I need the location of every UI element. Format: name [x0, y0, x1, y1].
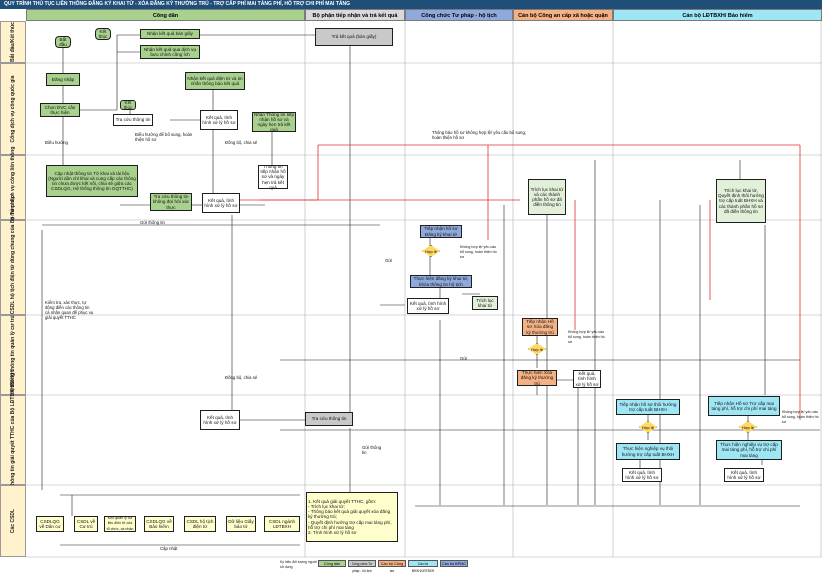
lane-header-justice: Công chức Tư pháp - hộ tịch [405, 9, 513, 21]
receive-remove-box: Tiếp nhận Hồ sơ Xóa đăng ký thường trú [522, 318, 558, 336]
row-header-civil: Phần mềm CSDL hộ tịch điện tử dùng chung… [0, 195, 26, 340]
update-info-box: Cập nhật thông tin Tờ khai và tài liệu (… [46, 165, 138, 197]
valid-diamond-2: Hợp lệ [528, 343, 546, 355]
do-stop-box: Thực hiện nghiệp vụ thôi hưởng trợ cấp t… [616, 443, 680, 460]
label-send-info: Gửi thông tin [140, 220, 165, 225]
label-redirect: Điều hướng [45, 140, 68, 145]
result-status-box-2: Kết quả, tình hình xử lý hồ sơ [202, 193, 240, 213]
legend-title: Ký hiệu đối tượng người sử dụng [280, 560, 317, 569]
start-node: Bắt đầu [55, 36, 71, 48]
result-status-box-4: Kết quả, tình hình xử lý hồ sơ [573, 370, 601, 388]
valid-diamond-4: Hợp lệ [739, 421, 757, 433]
legend-justice: Công chức Tư pháp - hộ tịch [348, 560, 376, 573]
receive-electronic-box: Nhận kết quả điện tử và tin nhắn thông b… [185, 72, 245, 90]
extract-death-box: Trích lục khai tử [472, 296, 498, 310]
legend-bpmc: Cán bộ BPMC [440, 560, 468, 567]
choose-dvc-box: Chọn DVC cần thực hiện [40, 103, 80, 117]
label-send-1: Gửi [385, 258, 393, 263]
db-population: CSDLQG về Dân cư [36, 516, 64, 532]
label-sync: Đồng bộ, chia sẻ [225, 140, 258, 145]
do-funeral-box: Thực hiện nghiệp vụ trợ cấp mai táng phí… [716, 440, 782, 460]
receive-stop-box: Tiếp nhận hồ sơ thôi hưởng trợ cấp tuất … [616, 399, 680, 415]
row-header-labor-system: Hệ thống thông tin giải quyết TTHC của B… [0, 370, 26, 510]
return-paper-box: Trả kết quả (bản giấy) [315, 28, 393, 46]
legend-police: Cán bộ Công an [378, 560, 406, 573]
receive-death-box: Tiếp nhận hồ sơ Đăng ký khai tử [420, 225, 462, 238]
diagram-title: QUY TRÌNH THỦ TỤC LIÊN THÔNG ĐĂNG KÝ KHA… [0, 0, 822, 9]
receive-info-box: Nhận Thông tin tiếp nhận hồ sơ và ngày h… [252, 112, 296, 132]
label-sync-2: Đồng bộ, chia sẻ [225, 375, 258, 380]
result-status-box-7: Kết quả, tình hình xử lý hồ sơ [724, 468, 764, 482]
end-node-1: Kết thúc [95, 28, 111, 40]
end-node-2: Kết thúc [120, 100, 136, 110]
result-status-box-5: Kết quả, tình hình xử lý hồ sơ [200, 410, 240, 430]
row-header-databases: Các CSDL [0, 485, 26, 557]
legend-labor: Cán bộ BHXH/LĐTBXH [408, 560, 438, 573]
row-header-residence: Hệ thống thông tin quản lý cư trú [0, 315, 26, 395]
db-civil-registry: CSDL hộ tịch điện tử [184, 516, 216, 532]
label-invalid-1: Không hợp lệ/ yêu cầu bổ sung, hoàn thiệ… [460, 245, 497, 259]
lane-header-police: Cán bộ Công an cấp xã hoặc quận [513, 9, 613, 21]
receive-paper-box: Nhận kết quả bản giấy [140, 29, 200, 39]
lane-header-citizen: Công dân [26, 9, 305, 21]
label-send-2: Gửi [460, 356, 468, 361]
label-verify: Kiểm tra, xác thực, tự động điền các thô… [45, 300, 94, 320]
label-update: Cập nhật [160, 546, 178, 551]
label-redirect-supplement: Điều hướng để bổ sung, hoàn thiện hồ sơ [135, 132, 193, 142]
db-residence: CSDL về Cư trú [74, 516, 98, 532]
row-header-start: Bắt đầu/Kết thúc [0, 21, 26, 63]
label-send-info-v: Gửi thông tin [362, 445, 382, 455]
lookup-box-2: Tra cứu thông tin [305, 412, 353, 426]
label-invalid-3: Không hợp lệ/ yêu cầu bổ sung, hoàn thiệ… [782, 410, 819, 424]
receive-notice-box: Thông tin tiếp nhận hồ sơ và ngày hẹn tr… [258, 165, 288, 189]
db-data-warehouse: Kho quản lý dữ liệu điện tử của tổ chức,… [104, 516, 136, 532]
db-insurance: CSDLQG về Bảo hiểm [144, 516, 174, 532]
valid-diamond-1: Hợp lệ [422, 245, 440, 257]
legend-citizen: Công dân [318, 560, 346, 567]
extract-labor-box: Trích lục khai tử, Quyết định thôi hưởng… [716, 179, 766, 223]
do-death-box: Thực hiện đăng ký khai tử, khóa thông ti… [410, 275, 472, 288]
row-header-portal: Cổng dịch vụ công quốc gia [0, 63, 26, 155]
receive-funeral-box: Tiếp nhận Hồ sơ Trợ cấp mai táng phí, hỗ… [708, 396, 780, 416]
receive-post-box: Nhận kết quả qua dịch vụ bưu chính công … [140, 45, 200, 59]
valid-diamond-3: Hợp lệ [639, 421, 657, 433]
result-status-box-6: Kết quả, tình hình xử lý hồ sơ [622, 468, 662, 482]
label-invalid-2: Không hợp lệ/ yêu cầu bổ sung, hoàn thiệ… [568, 330, 605, 344]
final-result-box: 1. Kết quả giải quyết TTHC, gồm: - Trích… [306, 492, 398, 542]
db-labor: CSDL ngành LĐTBXH [264, 516, 300, 532]
extract-justice-box: Trích lục khai tử và các thành phần hồ s… [528, 179, 566, 215]
lookup-wait-box: Tra cứu thông tin không đợi hỏi xác thực [150, 193, 192, 211]
db-death-notice: Dữ liệu Giấy báo tử [226, 516, 256, 532]
result-status-box-3: Kết quả, tình hình xử lý hồ sơ [407, 298, 449, 314]
lane-header-reception: Bộ phận tiếp nhận và trả kết quả [305, 9, 405, 21]
lookup-box-1: Tra cứu thông tin [113, 114, 153, 126]
result-status-box-1: Kết quả, tình hình xử lý hồ sơ [200, 110, 238, 130]
label-invalid-notice: Thông báo hồ sơ không hợp lệ/ yêu cầu bổ… [432, 130, 527, 140]
row-header-dvc: Phần mềm dịch vụ công liên thông [0, 146, 26, 229]
login-box: Đăng nhập [46, 73, 80, 86]
do-remove-box: Thực hiện Xóa đăng ký thường trú [517, 370, 557, 386]
